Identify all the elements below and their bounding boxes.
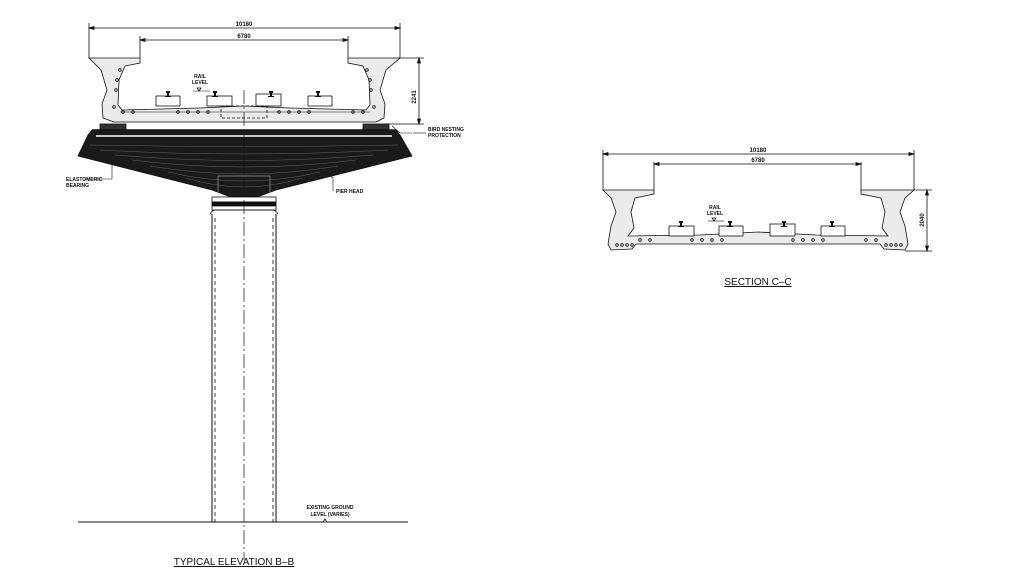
- dimension-inner-section: [652, 161, 863, 190]
- section-title: SECTION C–C: [724, 277, 791, 288]
- section-dim-height: 2040: [920, 213, 926, 227]
- elastomeric-bearing-label-1: ELASTOMERIC: [66, 177, 103, 183]
- dimension-overall-elevation: [87, 23, 402, 58]
- u-trough-deck-section: [602, 189, 916, 251]
- elevation-dim-inner: 6780: [237, 34, 251, 40]
- ground-level-label-1: EXISTING GROUND: [307, 505, 354, 511]
- bearings-elevation: [99, 123, 390, 131]
- section-dim-overall: 10180: [750, 148, 767, 154]
- elevation-title: TYPICAL ELEVATION B–B: [174, 557, 295, 568]
- pier-head: [77, 129, 413, 203]
- u-trough-deck-elevation: [88, 57, 402, 123]
- elevation-dim-height: 2241: [412, 90, 418, 104]
- elevation-rail-level-1: RAIL: [194, 74, 206, 80]
- tendons-section: [615, 238, 903, 247]
- bird-nesting-label-1: BIRD NESTING: [428, 127, 464, 133]
- rails-elevation: [165, 91, 321, 97]
- ground-level-label-2: LEVEL (VARIES): [311, 512, 350, 518]
- elevation-dim-overall: 10180: [236, 22, 253, 28]
- section-rail-level-1: RAIL: [709, 205, 721, 211]
- section-rail-level-2: LEVEL: [707, 211, 723, 217]
- section-dim-inner: 6780: [751, 158, 765, 164]
- elastomeric-bearing-label-2: BEARING: [66, 183, 89, 189]
- dimension-inner-elevation: [138, 36, 350, 58]
- rails-section: [678, 221, 835, 227]
- bird-nesting-label-2: PROTECTION: [428, 133, 461, 139]
- elevation-view: [77, 23, 426, 560]
- dimension-height-section: [905, 188, 932, 253]
- dimension-height-elevation: [384, 56, 424, 126]
- section-view: [601, 150, 932, 253]
- dimension-overall-section: [601, 150, 916, 190]
- tendons-elevation: [112, 68, 376, 114]
- pier-head-label: PIER HEAD: [336, 189, 364, 195]
- elevation-rail-level-2: LEVEL: [192, 80, 208, 86]
